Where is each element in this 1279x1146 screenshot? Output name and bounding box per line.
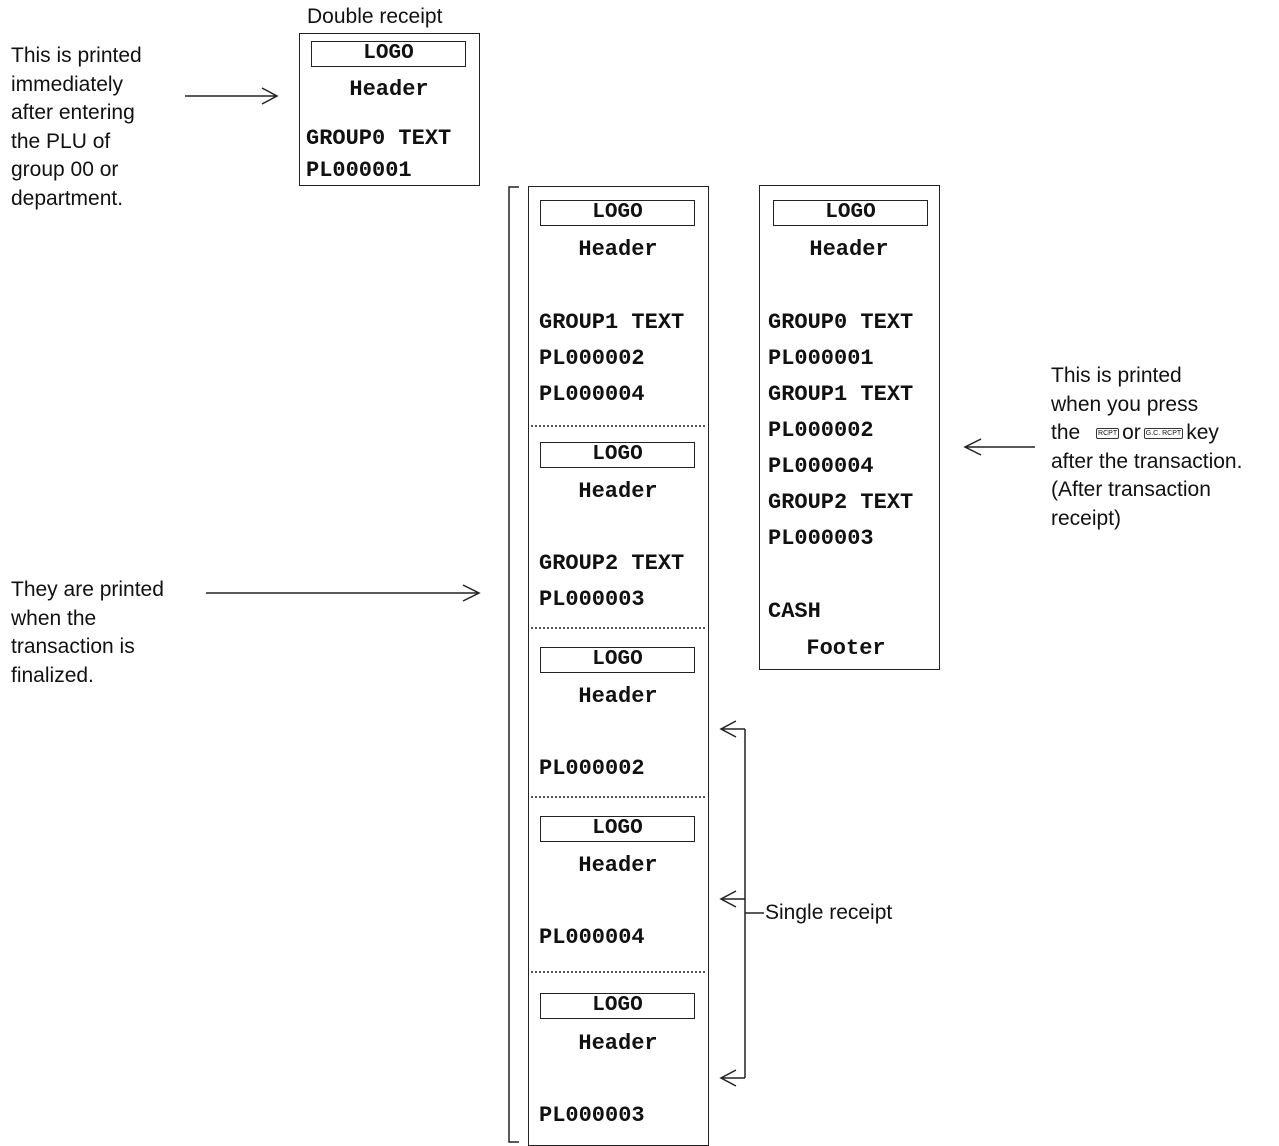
receipt-line: PL000004 xyxy=(539,382,645,407)
receipt-line: PL000003 xyxy=(539,1103,645,1128)
after-transaction-receipt: LOGO Header GROUP0 TEXT PL000001 GROUP1 … xyxy=(759,185,940,670)
note-line: group 00 or xyxy=(11,158,119,181)
tear-line xyxy=(531,627,705,629)
receipt-line: PL000003 xyxy=(768,526,874,551)
note-line: after entering xyxy=(11,101,135,124)
receipt-footer: Footer xyxy=(806,636,886,661)
receipt-line: PL000003 xyxy=(539,587,645,612)
receipt-line: PL000002 xyxy=(539,756,645,781)
note-line: (After transaction xyxy=(1051,478,1211,501)
note-group00: This is printed immediately after enteri… xyxy=(11,42,142,213)
receipt-line: PL000002 xyxy=(539,346,645,371)
receipt-line: PL000004 xyxy=(768,454,874,479)
receipt-header: Header xyxy=(578,237,658,262)
receipt-header: Header xyxy=(578,1031,658,1056)
receipt-header: Header xyxy=(578,853,658,878)
receipt-header: Header xyxy=(809,237,889,262)
receipt-line: GROUP2 TEXT xyxy=(539,551,685,576)
tear-line xyxy=(531,796,705,798)
tear-line xyxy=(531,425,705,427)
note-line: department. xyxy=(11,186,124,210)
receipt-header: Header xyxy=(578,684,658,709)
receipt-cash-line: CASH xyxy=(768,599,821,624)
receipt-logo: LOGO xyxy=(773,200,928,226)
gc-rcpt-key-icon: G.C. RCPT xyxy=(1143,427,1184,439)
finalized-bracket xyxy=(508,186,519,1143)
receipt-logo: LOGO xyxy=(311,41,466,67)
receipt-line: PL000001 xyxy=(768,346,874,371)
note-line: They are printed xyxy=(11,578,164,601)
receipt-line: GROUP1 TEXT xyxy=(539,310,685,335)
receipt-logo: LOGO xyxy=(540,442,695,468)
note-line: after the transaction. xyxy=(1051,449,1243,473)
receipt-header: Header xyxy=(578,479,658,504)
note-line: when the xyxy=(11,606,97,630)
double-receipt: LOGO Header GROUP0 TEXT PL000001 xyxy=(299,33,480,186)
note-text: or xyxy=(1122,421,1141,444)
note-line: This is printed xyxy=(1051,364,1182,387)
receipt-line: GROUP0 TEXT xyxy=(768,310,914,335)
receipt-line: PL000004 xyxy=(539,925,645,950)
note-line: finalized. xyxy=(11,663,94,687)
receipt-line: PL000002 xyxy=(768,418,874,443)
tear-line xyxy=(531,971,705,973)
note-line: immediately xyxy=(11,72,124,96)
note-text: key xyxy=(1186,421,1219,444)
receipt-group-line: GROUP0 TEXT xyxy=(306,126,452,151)
note-line: the PLU of xyxy=(11,129,111,153)
receipt-logo: LOGO xyxy=(540,200,695,226)
double-receipt-caption: Double receipt xyxy=(307,5,443,28)
receipt-header: Header xyxy=(349,77,429,102)
receipt-logo: LOGO xyxy=(540,816,695,842)
finalized-receipts-strip: LOGO Header GROUP1 TEXT PL000002 PL00000… xyxy=(528,186,709,1146)
note-line: receipt) xyxy=(1051,506,1122,530)
receipt-line: GROUP1 TEXT xyxy=(768,382,914,407)
note-finalized: They are printed when the transaction is… xyxy=(11,576,164,690)
receipt-line: GROUP2 TEXT xyxy=(768,490,914,515)
note-line: This is printed xyxy=(11,44,142,67)
single-receipt-caption: Single receipt xyxy=(765,901,893,924)
note-line: transaction is xyxy=(11,635,135,658)
note-text: the xyxy=(1051,421,1081,444)
receipt-logo: LOGO xyxy=(540,993,695,1019)
receipt-logo: LOGO xyxy=(540,647,695,673)
receipt-plu-line: PL000001 xyxy=(306,158,412,183)
rcpt-key-icon: RCPT xyxy=(1096,427,1120,439)
note-line: when you press xyxy=(1051,392,1199,416)
